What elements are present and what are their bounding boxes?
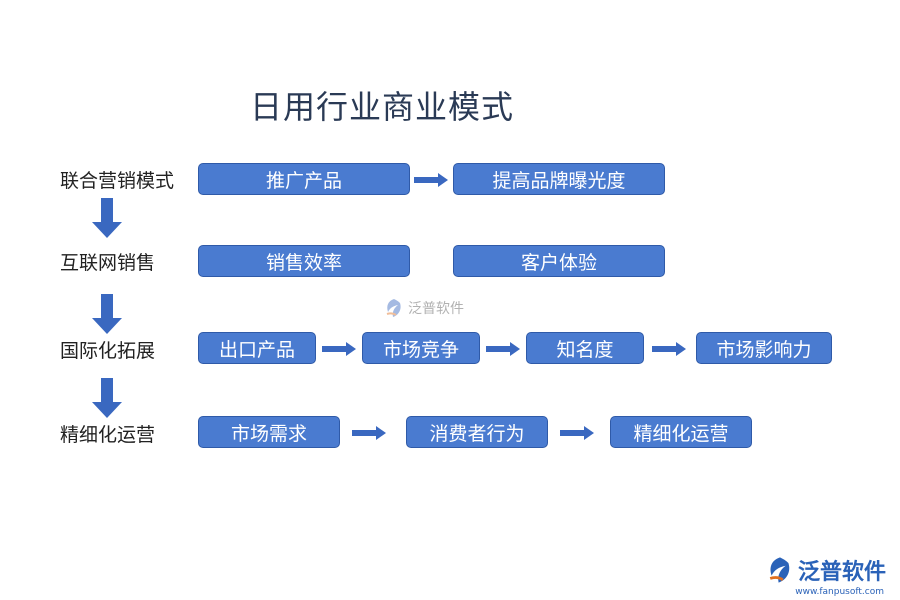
box-market-demand: 市场需求 [198,416,340,448]
row-label-internet-sales: 互联网销售 [60,252,156,274]
box-reputation: 知名度 [526,332,644,364]
down-arrow-icon [92,378,122,418]
right-arrow-icon [322,342,356,356]
box-sales-efficiency: 销售效率 [198,245,410,277]
box-refined-operation: 精细化运营 [610,416,752,448]
box-brand-exposure: 提高品牌曝光度 [453,163,665,195]
right-arrow-icon [560,426,594,440]
fanpu-logo-icon [769,557,790,583]
logo-text: 泛普软件 [797,560,886,585]
box-market-influence: 市场影响力 [696,332,832,364]
row-label-refined-operation: 精细化运营 [60,424,156,446]
down-arrow-icon [92,294,122,334]
row-label-joint-marketing: 联合营销模式 [60,170,175,192]
box-market-competition: 市场竞争 [362,332,480,364]
fanpu-logo-icon [386,299,401,317]
box-customer-experience: 客户体验 [453,245,665,277]
box-promote-product: 推广产品 [198,163,410,195]
watermark: 泛普软件 [384,298,464,318]
down-arrow-icon [92,198,122,238]
right-arrow-icon [652,342,686,356]
box-export-product: 出口产品 [198,332,316,364]
row-label-internationalization: 国际化拓展 [60,340,156,362]
right-arrow-icon [414,173,448,187]
box-consumer-behavior: 消费者行为 [406,416,548,448]
brand-logo: 泛普软件 www.fanpusoft.com [766,554,886,597]
watermark-text: 泛普软件 [408,301,464,317]
diagram-title: 日用行业商业模式 [250,88,515,126]
right-arrow-icon [486,342,520,356]
right-arrow-icon [352,426,386,440]
logo-url: www.fanpusoft.com [795,587,884,597]
